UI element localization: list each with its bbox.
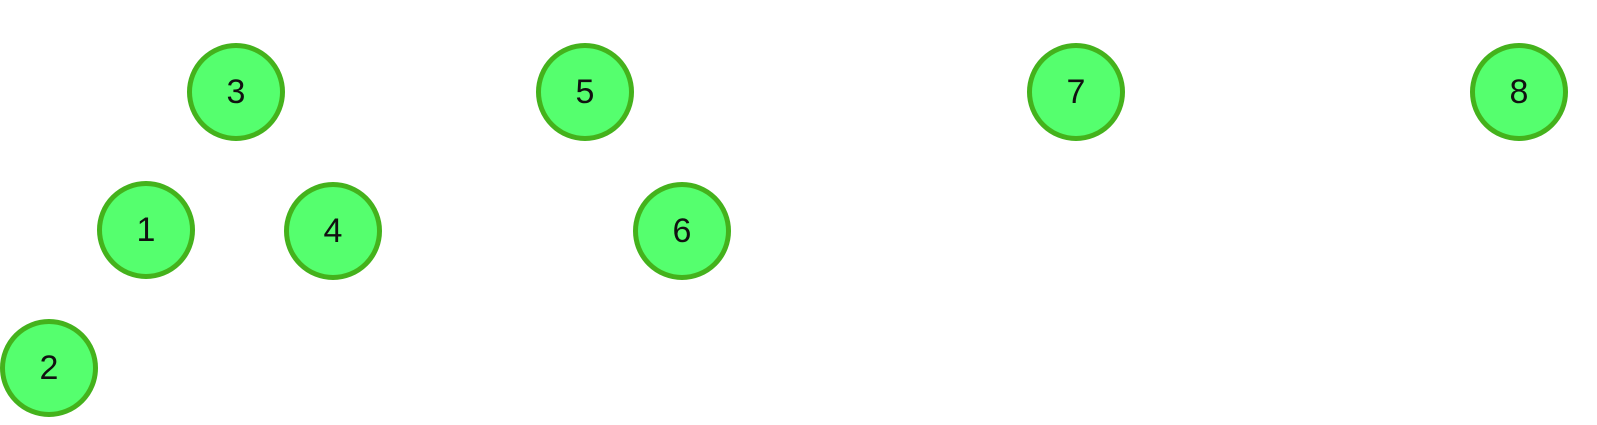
node-2-label: 2 (39, 349, 59, 387)
node-7-label: 7 (1066, 73, 1086, 111)
node-2[interactable]: 2 (0, 319, 98, 417)
node-4[interactable]: 4 (284, 182, 382, 280)
node-1-label: 1 (136, 211, 156, 249)
node-6[interactable]: 6 (633, 182, 731, 280)
node-5[interactable]: 5 (536, 43, 634, 141)
node-3-label: 3 (226, 73, 246, 111)
node-8[interactable]: 8 (1470, 43, 1568, 141)
node-4-label: 4 (323, 212, 343, 250)
node-1[interactable]: 1 (97, 181, 195, 279)
node-6-label: 6 (672, 212, 692, 250)
node-5-label: 5 (575, 73, 595, 111)
node-3[interactable]: 3 (187, 43, 285, 141)
node-7[interactable]: 7 (1027, 43, 1125, 141)
node-8-label: 8 (1509, 73, 1529, 111)
